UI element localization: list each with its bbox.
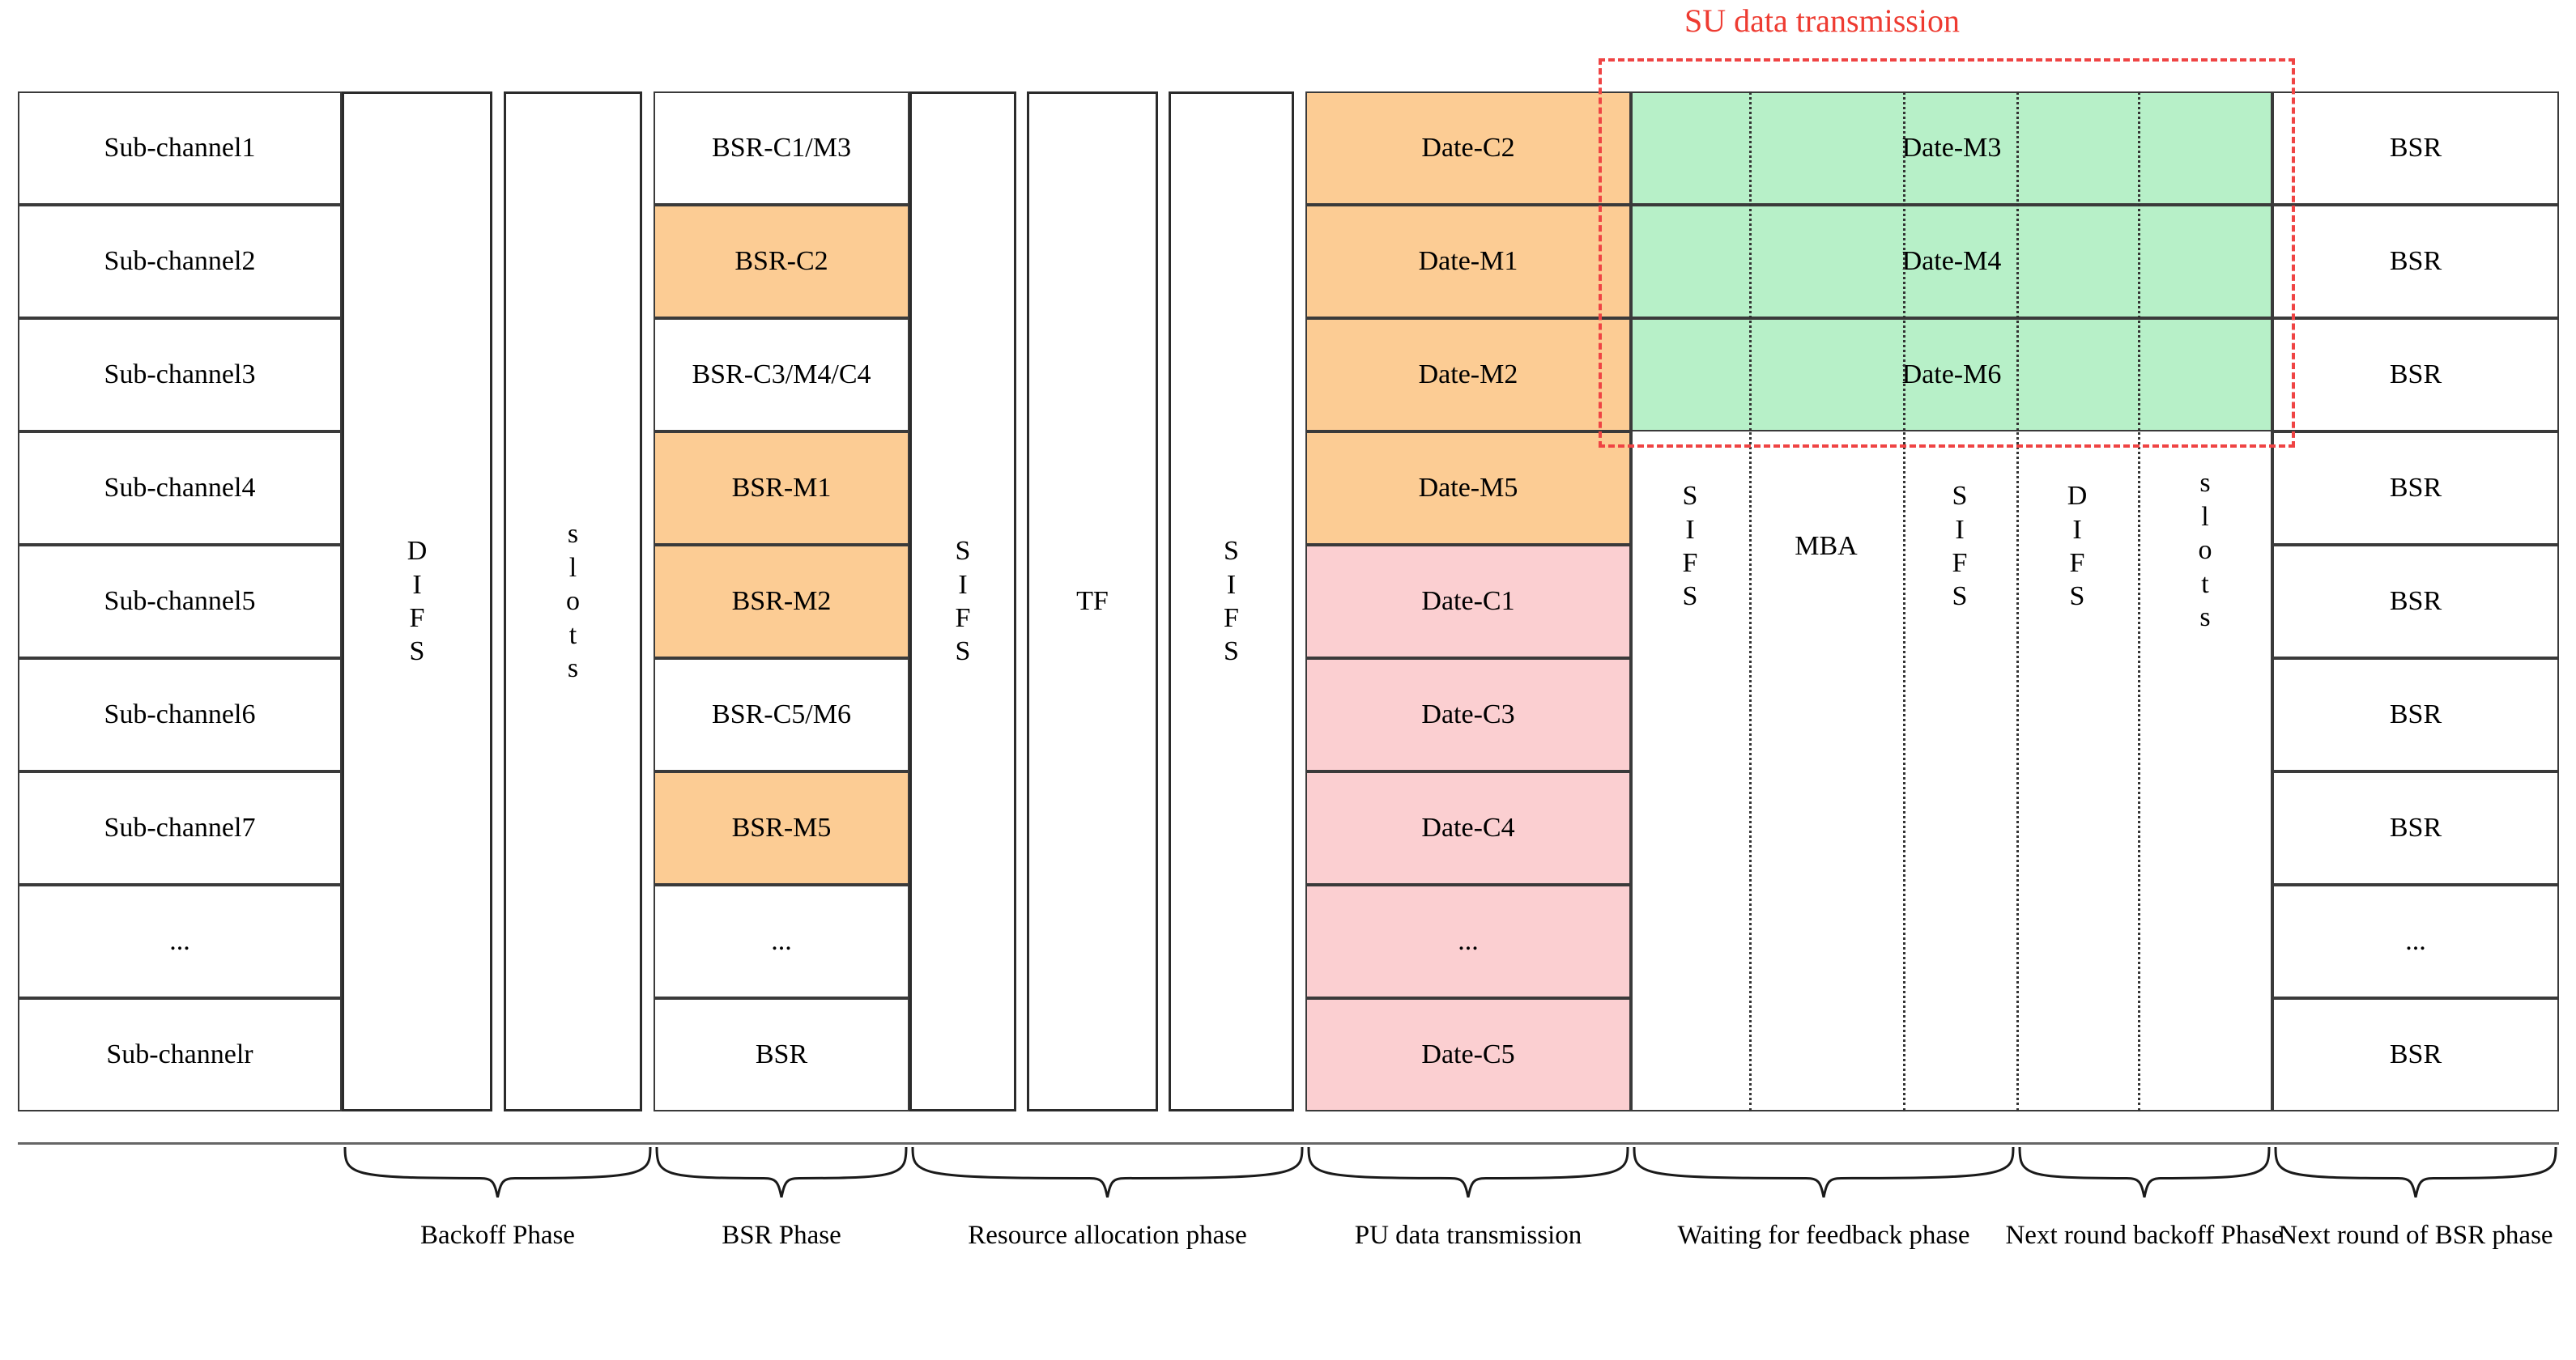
dotted-separator-green-4 [2138, 91, 2140, 431]
phase-caption-1: Backoff Phase [420, 1221, 575, 1250]
pu-data-cell-9[interactable]: Date-C5 [1305, 998, 1631, 1111]
pu-data-cell-8[interactable]: ... [1305, 885, 1631, 998]
next-bsr-cell-5[interactable]: BSR [2272, 545, 2559, 658]
dotted-separator-green-2 [1903, 91, 1905, 431]
next-bsr-cell-8[interactable]: ... [2272, 885, 2559, 998]
phase-caption-5: Waiting for feedback phase [1677, 1221, 1970, 1250]
phase-caption-7: Next round of BSR phase [2278, 1221, 2553, 1250]
column-tf-label: TF [1076, 586, 1109, 617]
pu-data-cell-6[interactable]: Date-C3 [1305, 658, 1631, 771]
bsr-cell-7[interactable]: BSR-M5 [654, 771, 909, 885]
row-label-7: Sub-channel7 [18, 771, 342, 885]
phase-brace-5 [1633, 1146, 2015, 1198]
row-label-4: Sub-channel4 [18, 431, 342, 545]
dotted-separator-green-3 [2016, 91, 2019, 431]
bsr-cell-3[interactable]: BSR-C3/M4/C4 [654, 318, 909, 431]
row-label-3: Sub-channel3 [18, 318, 342, 431]
next-bsr-cell-6[interactable]: BSR [2272, 658, 2559, 771]
bsr-cell-5[interactable]: BSR-M2 [654, 545, 909, 658]
phase-brace-2 [655, 1146, 908, 1198]
column-mba: MBA [1749, 422, 1903, 671]
phase-caption-3: Resource allocation phase [968, 1221, 1247, 1250]
bsr-cell-1[interactable]: BSR-C1/M3 [654, 91, 909, 205]
next-bsr-cell-4[interactable]: BSR [2272, 431, 2559, 545]
bsr-cell-8[interactable]: ... [654, 885, 909, 998]
su-data-cell-2[interactable]: Date-M4 [1631, 205, 2272, 318]
bottom-axis-line [18, 1142, 2559, 1145]
bsr-cell-2[interactable]: BSR-C2 [654, 205, 909, 318]
pu-data-cell-3[interactable]: Date-M2 [1305, 318, 1631, 431]
row-label-6: Sub-channel6 [18, 658, 342, 771]
dotted-separator-3 [2016, 91, 2019, 1111]
bsr-cell-6[interactable]: BSR-C5/M6 [654, 658, 909, 771]
row-label-1: Sub-channel1 [18, 91, 342, 205]
dotted-separator-green-1 [1749, 91, 1752, 431]
phase-caption-6: Next round backoff Phase [2005, 1221, 2284, 1250]
su-data-cell-3[interactable]: Date-M6 [1631, 318, 2272, 431]
phase-brace-6 [2018, 1146, 2271, 1198]
row-label-5: Sub-channel5 [18, 545, 342, 658]
su-data-cell-1[interactable]: Date-M3 [1631, 91, 2272, 205]
phase-caption-4: PU data transmission [1354, 1221, 1582, 1250]
next-bsr-cell-7[interactable]: BSR [2272, 771, 2559, 885]
pu-data-cell-7[interactable]: Date-C4 [1305, 771, 1631, 885]
phase-brace-1 [343, 1146, 652, 1198]
row-label-8: ... [18, 885, 342, 998]
bsr-cell-4[interactable]: BSR-M1 [654, 431, 909, 545]
column-mba-label: MBA [1795, 531, 1858, 562]
pu-data-cell-4[interactable]: Date-M5 [1305, 431, 1631, 545]
dotted-separator-2 [1903, 91, 1905, 1111]
pu-data-cell-2[interactable]: Date-M1 [1305, 205, 1631, 318]
bsr-cell-9[interactable]: BSR [654, 998, 909, 1111]
pu-data-cell-5[interactable]: Date-C1 [1305, 545, 1631, 658]
pu-data-cell-1[interactable]: Date-C2 [1305, 91, 1631, 205]
dotted-separator-4 [2138, 91, 2140, 1111]
su-transmission-title: SU data transmission [1684, 2, 1960, 39]
phase-caption-2: BSR Phase [722, 1221, 841, 1250]
row-label-9: Sub-channelr [18, 998, 342, 1111]
phase-brace-4 [1307, 1146, 1629, 1198]
column-tf: TF [1027, 91, 1158, 1111]
dotted-separator-1 [1749, 91, 1752, 1111]
next-bsr-cell-9[interactable]: BSR [2272, 998, 2559, 1111]
next-bsr-cell-2[interactable]: BSR [2272, 205, 2559, 318]
row-label-2: Sub-channel2 [18, 205, 342, 318]
next-bsr-cell-1[interactable]: BSR [2272, 91, 2559, 205]
phase-brace-7 [2274, 1146, 2557, 1198]
next-bsr-cell-3[interactable]: BSR [2272, 318, 2559, 431]
phase-brace-3 [911, 1146, 1304, 1198]
